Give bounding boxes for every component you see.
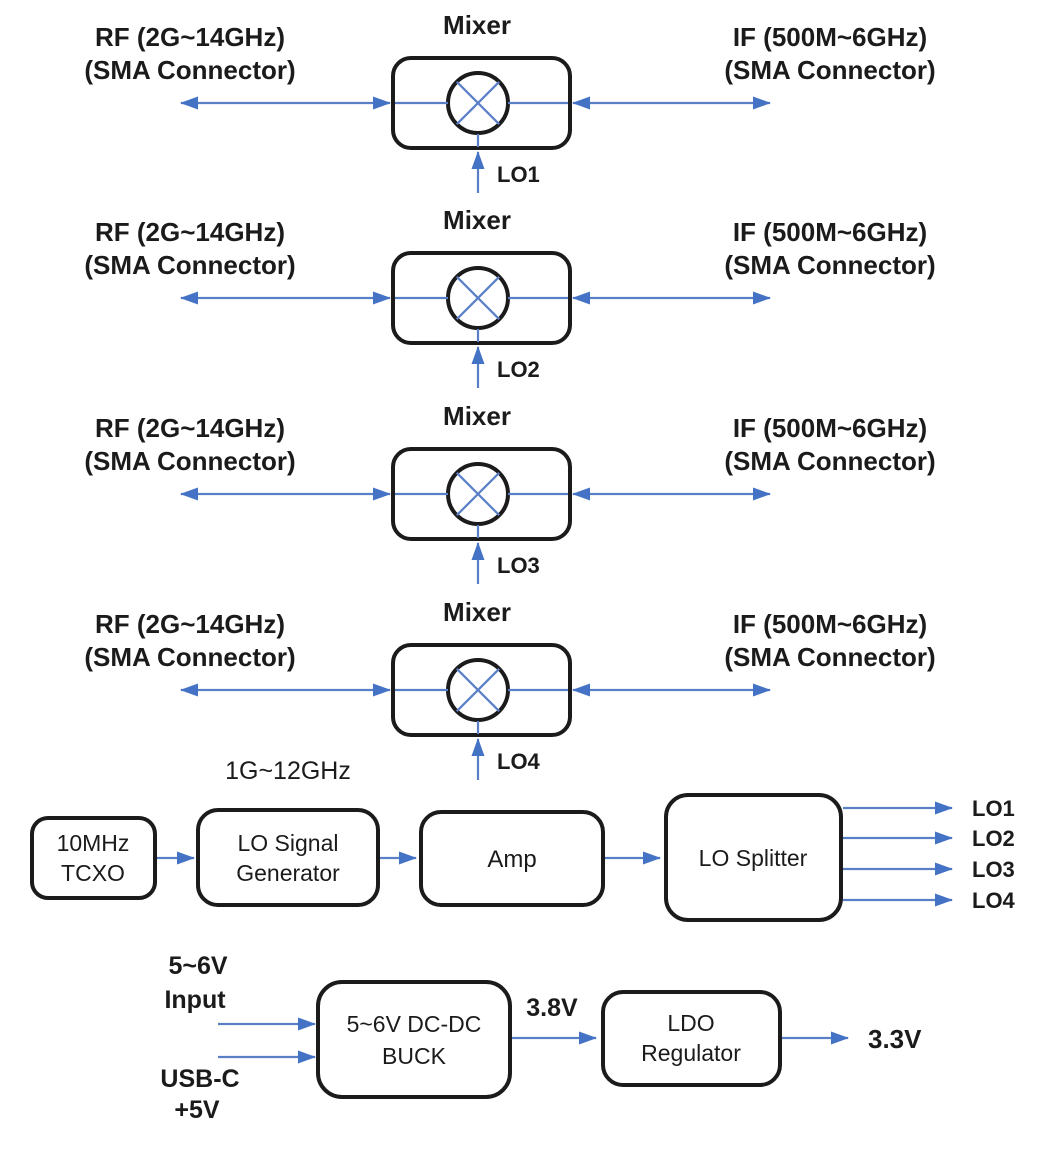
- tcxo-label-line1: 10MHz: [57, 830, 130, 856]
- mixer-title: Mixer: [443, 401, 511, 431]
- buck-label-line2: BUCK: [382, 1043, 447, 1069]
- lo-frequency-label: 1G~12GHz: [225, 757, 351, 785]
- if-port-label-line1: IF (500M~6GHz): [733, 22, 927, 52]
- mixer-x-line: [456, 81, 500, 125]
- mixer-title: Mixer: [443, 10, 511, 40]
- mixer-row-2: Mixer RF (2G~14GHz) (SMA Connector) IF (…: [84, 205, 936, 388]
- rf-port-label-line1: RF (2G~14GHz): [95, 22, 285, 52]
- if-port-label-line1: IF (500M~6GHz): [733, 609, 927, 639]
- lo-port-label: LO2: [497, 357, 540, 382]
- lo-splitter-block: [664, 793, 843, 922]
- usb-input-label-line1: USB-C: [160, 1065, 239, 1093]
- generator-label-line2: Generator: [236, 860, 340, 886]
- if-port-label-line2: (SMA Connector): [724, 446, 935, 476]
- power-input-label-line1: 5~6V: [168, 952, 227, 980]
- lo-port-label: LO4: [497, 749, 541, 774]
- splitter-output-label-3: LO3: [972, 857, 1015, 882]
- power-input-label-line2: Input: [164, 986, 226, 1014]
- if-port-label-line2: (SMA Connector): [724, 55, 935, 85]
- mixer-row-4: Mixer RF (2G~14GHz) (SMA Connector) IF (…: [84, 597, 936, 780]
- usb-input-label-line2: +5V: [174, 1096, 220, 1124]
- if-port-label-line1: IF (500M~6GHz): [733, 413, 927, 443]
- ldo-label-line2: Regulator: [641, 1040, 741, 1066]
- ldo-regulator-block: [601, 990, 782, 1087]
- mixer-title: Mixer: [443, 205, 511, 235]
- if-port-label-line2: (SMA Connector): [724, 250, 935, 280]
- rf-port-label-line2: (SMA Connector): [84, 446, 295, 476]
- buck-label-line1: 5~6V DC-DC: [347, 1011, 482, 1037]
- power-chain: 5~6V Input USB-C +5V 5~6V DC-DC BUCK 3.8…: [160, 952, 922, 1124]
- rf-port-label-line2: (SMA Connector): [84, 250, 295, 280]
- lo-generation-chain: 1G~12GHz 10MHz TCXO LO Signal Generator …: [30, 757, 1016, 922]
- lo-signal-generator-block: [196, 808, 380, 907]
- tcxo-label-line2: TCXO: [61, 860, 125, 886]
- rf-port-label-line2: (SMA Connector): [84, 642, 295, 672]
- amp-block: [419, 810, 605, 907]
- lo-port-label: LO3: [497, 553, 540, 578]
- splitter-label: LO Splitter: [699, 845, 808, 871]
- rf-port-label-line1: RF (2G~14GHz): [95, 413, 285, 443]
- splitter-output-label-2: LO2: [972, 826, 1015, 851]
- dcdc-buck-block: [316, 980, 512, 1099]
- amp-label: Amp: [487, 846, 536, 873]
- rf-port-label-line1: RF (2G~14GHz): [95, 217, 285, 247]
- if-port-label-line2: (SMA Connector): [724, 642, 935, 672]
- generator-label-line1: LO Signal: [237, 830, 338, 856]
- mixer-x-line: [456, 276, 500, 320]
- tcxo-block: [30, 816, 157, 900]
- lo-port-label: LO1: [497, 162, 540, 187]
- rf-port-label-line1: RF (2G~14GHz): [95, 609, 285, 639]
- splitter-output-label-1: LO1: [972, 796, 1015, 821]
- if-port-label-line1: IF (500M~6GHz): [733, 217, 927, 247]
- mixer-row-1: Mixer RF (2G~14GHz) (SMA Connector) IF (…: [84, 10, 936, 193]
- mixer-x-line: [456, 472, 500, 516]
- ldo-label-line1: LDO: [667, 1010, 714, 1036]
- mixer-row-3: Mixer RF (2G~14GHz) (SMA Connector) IF (…: [84, 401, 936, 584]
- splitter-output-label-4: LO4: [972, 888, 1016, 913]
- buck-output-voltage-label: 3.8V: [526, 994, 578, 1022]
- rf-port-label-line2: (SMA Connector): [84, 55, 295, 85]
- ldo-output-voltage-label: 3.3V: [868, 1024, 922, 1054]
- mixer-x-line: [456, 668, 500, 712]
- mixer-title: Mixer: [443, 597, 511, 627]
